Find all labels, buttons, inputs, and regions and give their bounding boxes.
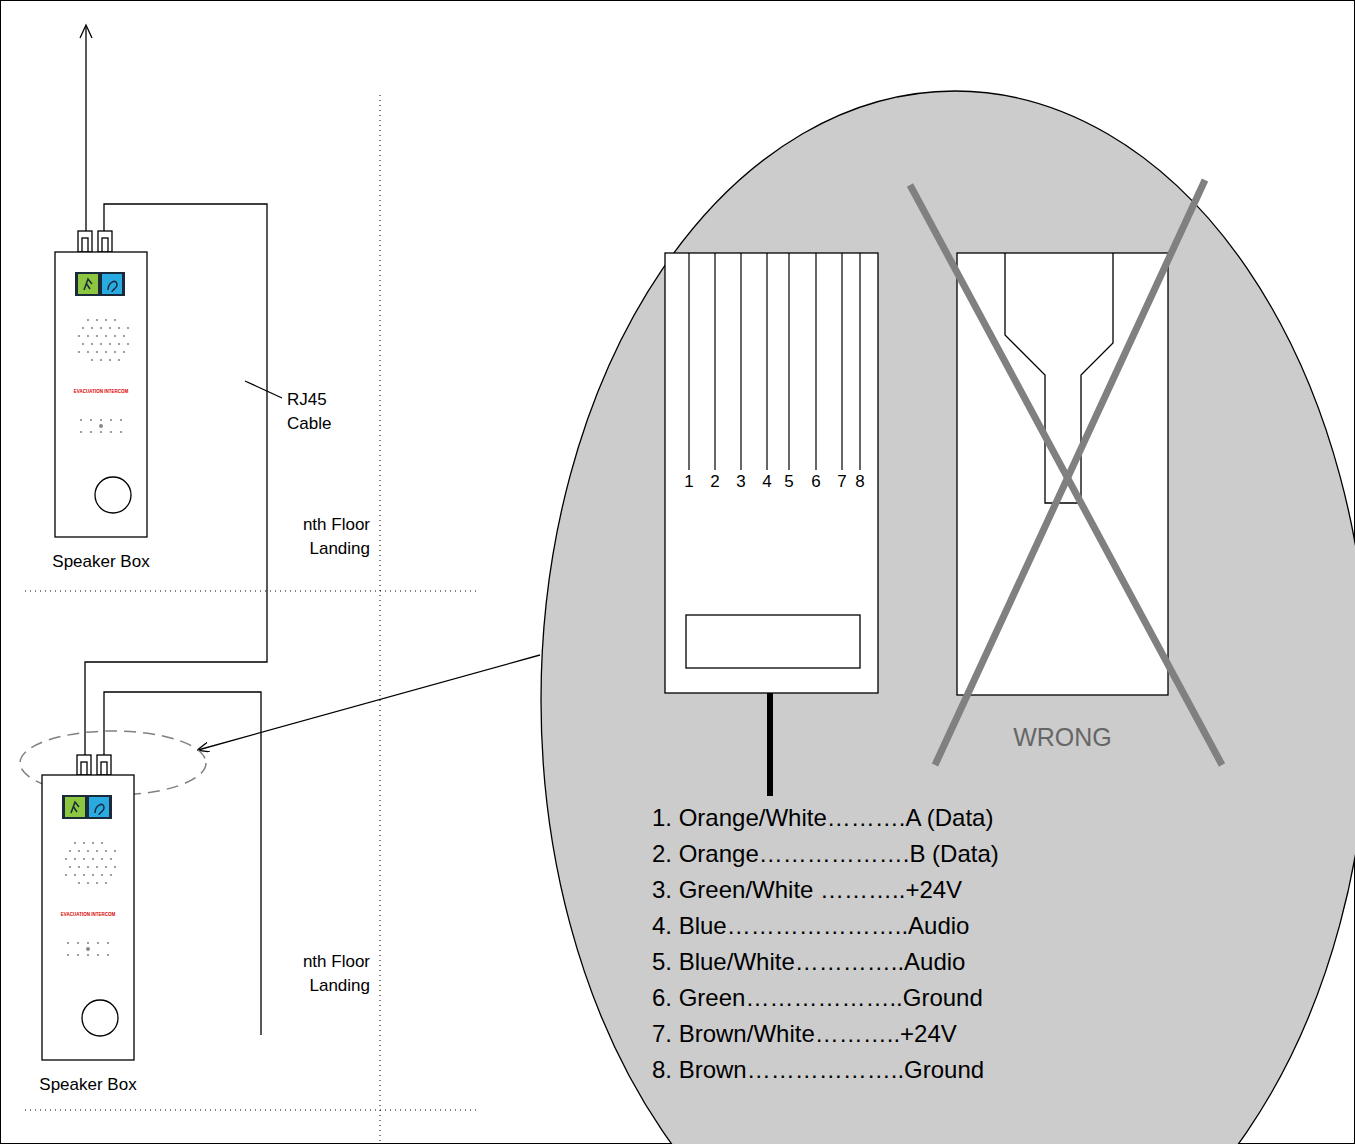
pin-number: 6 (808, 472, 824, 492)
rj45-socket (78, 231, 112, 252)
pin-number: 7 (834, 472, 850, 492)
wrong-outline (957, 253, 1168, 695)
speaker-box: EVACUATION INTERCOMSpeaker Box (55, 252, 147, 537)
pin-assignment: 3. Green/White ………..+24V (652, 875, 962, 905)
speaker-outline (42, 775, 134, 1060)
floor-line (25, 1110, 480, 1111)
leader-line (245, 381, 282, 398)
rj45-socket (77, 755, 111, 775)
speaker-box: EVACUATION INTERCOMSpeaker Box (42, 775, 134, 1060)
pin-number: 4 (759, 472, 775, 492)
rj45-plug: 12345678 (665, 253, 878, 693)
floor-label: nth Floor Landing (270, 950, 370, 998)
cable-up (85, 26, 86, 231)
callout-arrow (198, 655, 540, 750)
arrow-head (80, 25, 92, 38)
rj45-cable (85, 204, 267, 775)
speaker-outline (55, 252, 147, 537)
pin-assignment: 5. Blue/White…………..Audio (652, 947, 965, 977)
panel-legend: EVACUATION INTERCOM (55, 389, 147, 395)
pin-assignment: 7. Brown/White………..+24V (652, 1019, 957, 1049)
panel-legend: EVACUATION INTERCOM (42, 912, 134, 918)
box-label: Speaker Box (35, 551, 167, 573)
cable-label: RJ45 Cable (287, 388, 347, 436)
pin-number: 8 (852, 472, 868, 492)
pin-number: 3 (733, 472, 749, 492)
pin-assignment: 8. Brown………………..Ground (652, 1055, 984, 1085)
pin-assignment: 2. Orange……………….B (Data) (652, 839, 999, 869)
callout-ellipse: 12345678WRONG1. Orange/White……….A (Data)… (540, 90, 1355, 1144)
floor-line (25, 591, 480, 592)
pin-number: 2 (707, 472, 723, 492)
warning-label: WRONG (957, 722, 1168, 752)
box-label: Speaker Box (22, 1074, 154, 1096)
pin-number: 1 (681, 472, 697, 492)
divider-line (380, 95, 381, 1144)
pin-assignment: 1. Orange/White……….A (Data) (652, 803, 993, 833)
wrong-plug: WRONG (957, 253, 1168, 695)
pin-number: 5 (781, 472, 797, 492)
pin-assignment: 4. Blue…………………..Audio (652, 911, 969, 941)
floor-label: nth Floor Landing (270, 513, 370, 561)
pin-assignment: 6. Green………………..Ground (652, 983, 983, 1013)
